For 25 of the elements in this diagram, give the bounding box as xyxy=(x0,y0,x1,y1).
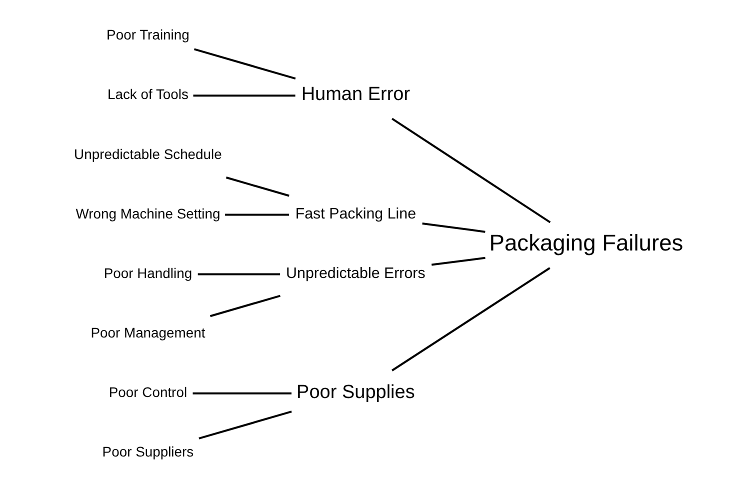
node-text: Poor Management xyxy=(90,324,205,340)
connector xyxy=(225,176,289,197)
connector xyxy=(391,118,550,224)
connector xyxy=(422,222,485,233)
node-text: Poor Training xyxy=(106,26,189,43)
node-text: Lack of Tools xyxy=(106,86,188,102)
connector xyxy=(198,410,292,440)
node-text: Wrong Machine Setting xyxy=(75,205,220,222)
node-text: Packaging Failures xyxy=(488,230,683,256)
connector xyxy=(192,392,291,394)
node-text: Poor Supplies xyxy=(296,382,414,403)
connector xyxy=(193,48,296,80)
connector xyxy=(209,294,280,318)
node-text: Unpredictable Errors xyxy=(286,265,425,282)
node-text: Unpredictable Schedule xyxy=(74,146,222,162)
node-text: Poor Control xyxy=(108,384,187,400)
node-text: Poor Handling xyxy=(103,264,192,281)
node-text: Fast Packing Line xyxy=(294,206,416,223)
connector xyxy=(431,256,485,266)
connector xyxy=(224,214,289,216)
connector xyxy=(391,267,550,372)
connector xyxy=(192,94,295,97)
node-text: Poor Suppliers xyxy=(102,443,194,460)
connector xyxy=(197,273,280,276)
node-text: Human Error xyxy=(300,84,410,106)
